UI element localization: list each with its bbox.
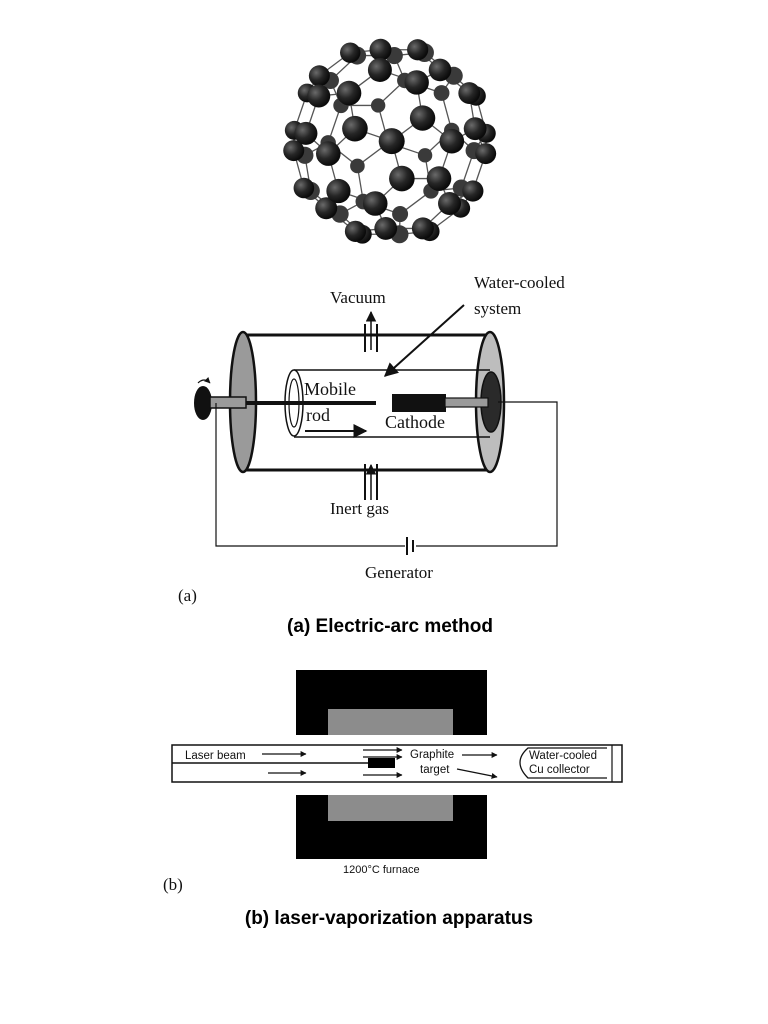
cu-collector-outline	[519, 747, 607, 779]
c60-atom	[407, 39, 429, 61]
c60-atom	[392, 206, 409, 223]
c60-atom	[362, 191, 388, 216]
c60-atom	[374, 217, 398, 240]
c60-atom	[370, 98, 386, 113]
c60-atom	[342, 115, 368, 142]
water-cooled-arrow	[383, 304, 465, 377]
c60-atom	[367, 57, 392, 82]
panel-b-letter: (b)	[163, 875, 183, 894]
generator-circuit	[215, 403, 405, 547]
water-cooled-label-line2: system	[474, 299, 521, 318]
panel-a-letter: (a)	[178, 586, 197, 605]
c60-atom	[336, 80, 362, 106]
collector-label: Water-cooled	[529, 750, 597, 762]
c60-atom	[462, 180, 484, 202]
c60-atom	[344, 220, 367, 242]
cathode-block	[392, 394, 446, 412]
c60-atom	[326, 178, 351, 204]
graphite-label: Graphite	[410, 749, 454, 761]
mobile-label: Mobile	[304, 379, 356, 399]
laser-vaporization-diagram	[171, 670, 623, 859]
caption-laser-vaporization: (b) laser-vaporization apparatus	[245, 908, 533, 929]
laser-beam-label: Laser beam	[185, 750, 246, 762]
c60-atom	[315, 141, 341, 166]
c60-atom	[433, 85, 450, 101]
c60-atom	[283, 140, 305, 162]
rotation-knob	[194, 386, 212, 420]
c60-atom	[315, 197, 338, 220]
c60-atom	[439, 128, 465, 154]
c60-atom	[426, 166, 452, 191]
graphite-target-block	[368, 758, 395, 768]
c60-atom	[438, 192, 462, 216]
c60-atom	[411, 217, 434, 240]
electric-arc-diagram	[194, 304, 558, 555]
c60-atom	[404, 70, 429, 95]
cathode-label: Cathode	[385, 412, 445, 432]
cathode-shaft	[444, 397, 489, 408]
c60-atom	[307, 84, 331, 108]
c60-atom	[475, 143, 497, 165]
c60-atom	[409, 105, 436, 131]
water-cooled-label: Water-cooled	[474, 273, 565, 292]
furnace-bottom-insert	[328, 795, 453, 821]
c60-atom	[417, 148, 433, 163]
c60-atom	[369, 38, 392, 61]
inert-gas-label: Inert gas	[330, 499, 389, 518]
c60-atom	[350, 158, 365, 174]
target-label: target	[420, 764, 450, 776]
generator-label: Generator	[365, 563, 433, 582]
c60-atom	[293, 177, 315, 199]
furnace-label: 1200°C furnace	[343, 864, 420, 876]
furnace-top-insert	[328, 709, 453, 735]
c60-atom	[458, 82, 481, 104]
rotation-arrow-icon	[197, 377, 211, 384]
collector-label-line2: Cu collector	[529, 764, 590, 776]
c60-atom	[308, 65, 330, 87]
c60-atom	[294, 121, 318, 145]
c60-atom	[389, 165, 415, 192]
c60-atom	[378, 128, 405, 155]
vacuum-label: Vacuum	[330, 288, 386, 307]
c60-atom	[340, 42, 361, 63]
rod-label: rod	[306, 405, 330, 425]
caption-electric-arc: (a) Electric-arc method	[287, 616, 493, 637]
fullerene-molecule	[283, 38, 497, 244]
c60-atom	[428, 58, 452, 82]
c60-atom	[463, 117, 487, 141]
